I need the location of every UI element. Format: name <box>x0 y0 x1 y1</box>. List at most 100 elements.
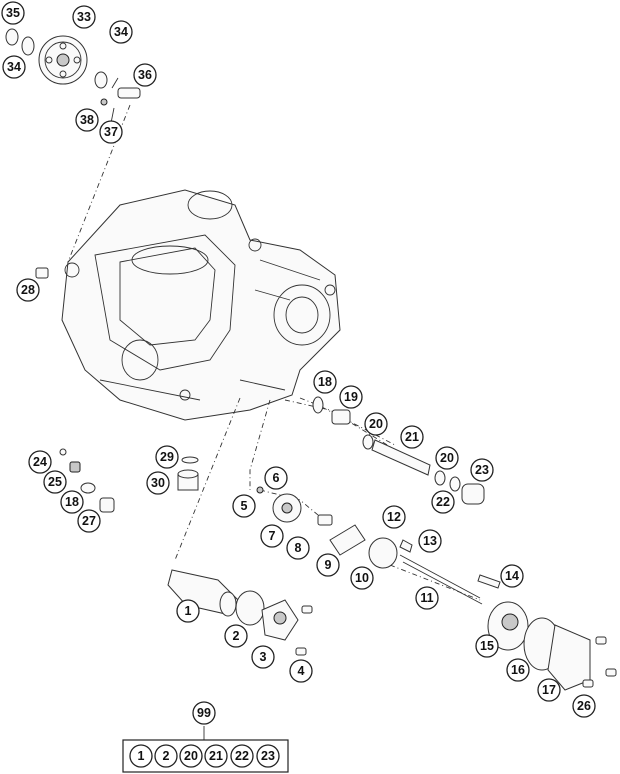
callout-99[interactable]: 99 <box>192 701 216 725</box>
callout-13-label: 13 <box>423 534 437 548</box>
kit-item-21[interactable]: 21 <box>204 744 228 768</box>
callout-7-label: 7 <box>269 529 276 543</box>
callout-29-label: 29 <box>160 450 174 464</box>
callout-30[interactable]: 30 <box>146 471 170 495</box>
callout-34-top[interactable]: 34 <box>109 20 133 44</box>
callout-34-left[interactable]: 34 <box>2 55 26 79</box>
callout-18-right[interactable]: 18 <box>313 370 337 394</box>
top-left-parts <box>5 28 141 279</box>
kit-item-22[interactable]: 22 <box>230 744 254 768</box>
kit-item-2-label: 2 <box>163 749 170 763</box>
callout-12[interactable]: 12 <box>382 505 406 529</box>
kit-item-22-label: 22 <box>235 749 249 763</box>
callout-22[interactable]: 22 <box>431 490 455 514</box>
callout-14-label: 14 <box>505 569 519 583</box>
callout-28[interactable]: 28 <box>16 278 40 302</box>
callout-9[interactable]: 9 <box>316 553 340 577</box>
kit-item-20-label: 20 <box>184 749 198 763</box>
callout-34-top-label: 34 <box>114 25 128 39</box>
callout-14[interactable]: 14 <box>500 564 524 588</box>
callout-13[interactable]: 13 <box>418 529 442 553</box>
callout-38-label: 38 <box>80 113 94 127</box>
callout-36[interactable]: 36 <box>133 63 157 87</box>
callout-21-label: 21 <box>405 430 419 444</box>
callout-27[interactable]: 27 <box>77 509 101 533</box>
callout-26[interactable]: 26 <box>572 694 596 718</box>
callout-1-label: 1 <box>185 604 192 618</box>
callout-18-left-label: 18 <box>65 495 79 509</box>
callout-38[interactable]: 38 <box>75 108 99 132</box>
callout-23[interactable]: 23 <box>470 458 494 482</box>
kit-item-23[interactable]: 23 <box>256 744 280 768</box>
callout-8[interactable]: 8 <box>286 536 310 560</box>
callout-18-right-label: 18 <box>318 375 332 389</box>
callout-25-label: 25 <box>48 475 62 489</box>
callout-7[interactable]: 7 <box>260 524 284 548</box>
callout-33[interactable]: 33 <box>72 5 96 29</box>
callout-6-label: 6 <box>273 471 280 485</box>
kit-item-21-label: 21 <box>209 749 223 763</box>
callout-27-label: 27 <box>82 514 96 528</box>
callout-20-lower-label: 20 <box>440 451 454 465</box>
callout-1[interactable]: 1 <box>176 599 200 623</box>
callout-4[interactable]: 4 <box>289 659 313 683</box>
filter-cap <box>177 456 199 491</box>
callout-2-label: 2 <box>233 629 240 643</box>
callout-3[interactable]: 3 <box>251 645 275 669</box>
oil-pump-group <box>256 486 617 691</box>
kit-item-1-label: 1 <box>138 749 145 763</box>
callout-6[interactable]: 6 <box>264 466 288 490</box>
callout-5-label: 5 <box>241 499 248 513</box>
callout-29[interactable]: 29 <box>155 445 179 469</box>
callout-20-lower[interactable]: 20 <box>435 446 459 470</box>
callout-20-upper-label: 20 <box>369 417 383 431</box>
callout-11[interactable]: 11 <box>415 586 439 610</box>
kit-item-1[interactable]: 1 <box>129 744 153 768</box>
callout-15-label: 15 <box>480 639 494 653</box>
callout-22-label: 22 <box>436 495 450 509</box>
callout-17[interactable]: 17 <box>537 678 561 702</box>
callout-28-label: 28 <box>21 283 35 297</box>
callout-35[interactable]: 35 <box>1 1 25 25</box>
callout-17-label: 17 <box>542 683 556 697</box>
callout-12-label: 12 <box>387 510 401 524</box>
left-parts-group <box>59 448 115 513</box>
callout-15[interactable]: 15 <box>475 634 499 658</box>
callout-10-label: 10 <box>355 571 369 585</box>
callout-18-left[interactable]: 18 <box>60 490 84 514</box>
callout-24-label: 24 <box>33 455 47 469</box>
callout-20-upper[interactable]: 20 <box>364 412 388 436</box>
callout-30-label: 30 <box>151 476 165 490</box>
callout-11-label: 11 <box>420 591 433 605</box>
callout-16[interactable]: 16 <box>506 658 530 682</box>
callout-25[interactable]: 25 <box>43 470 67 494</box>
callout-24[interactable]: 24 <box>28 450 52 474</box>
callout-26-label: 26 <box>577 699 591 713</box>
callout-19-label: 19 <box>344 390 358 404</box>
crankcase-illustration <box>61 189 341 421</box>
callout-34-left-label: 34 <box>7 60 21 74</box>
callout-23-label: 23 <box>475 463 489 477</box>
kit-item-20[interactable]: 20 <box>179 744 203 768</box>
callout-36-label: 36 <box>138 68 152 82</box>
callout-19[interactable]: 19 <box>339 385 363 409</box>
kit-item-23-label: 23 <box>261 749 275 763</box>
callout-21[interactable]: 21 <box>400 425 424 449</box>
callout-37-label: 37 <box>104 125 118 139</box>
callout-99-label: 99 <box>197 706 211 720</box>
callout-33-label: 33 <box>77 10 91 24</box>
callout-9-label: 9 <box>325 558 332 572</box>
callout-37[interactable]: 37 <box>99 120 123 144</box>
leader-lines <box>67 77 481 601</box>
callout-10[interactable]: 10 <box>350 566 374 590</box>
callout-3-label: 3 <box>260 650 267 664</box>
callout-5[interactable]: 5 <box>232 494 256 518</box>
callout-4-label: 4 <box>298 664 305 678</box>
callout-35-label: 35 <box>6 6 20 20</box>
callout-2[interactable]: 2 <box>224 624 248 648</box>
callout-8-label: 8 <box>295 541 302 555</box>
kit-item-2[interactable]: 2 <box>154 744 178 768</box>
callout-16-label: 16 <box>511 663 525 677</box>
shaft-group <box>312 396 485 505</box>
